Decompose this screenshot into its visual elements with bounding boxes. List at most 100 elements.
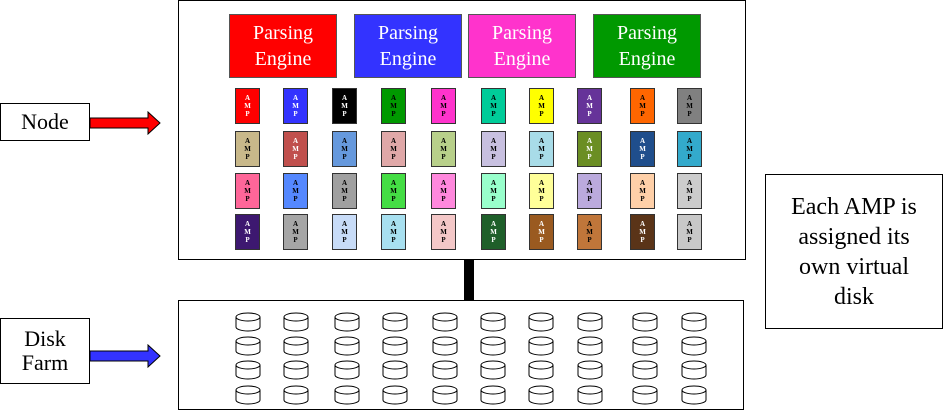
amp-letter: M bbox=[686, 145, 693, 153]
amp-letter: A bbox=[292, 137, 299, 145]
disk-farm-label: Disk Farm bbox=[0, 318, 90, 384]
disk-farm-arrow bbox=[90, 344, 161, 368]
amp-letter: A bbox=[586, 137, 593, 145]
parsing-engine: Parsing Engine bbox=[468, 14, 576, 78]
amp-letter: M bbox=[586, 228, 593, 236]
amp-letter: P bbox=[587, 195, 592, 203]
amp-letter: P bbox=[293, 110, 298, 118]
amp-letter: M bbox=[586, 187, 593, 195]
virtual-disk-icon bbox=[432, 336, 458, 356]
amp-letter: M bbox=[686, 102, 693, 110]
amp-letter: A bbox=[390, 94, 397, 102]
amp-letter: M bbox=[538, 102, 545, 110]
amp-letter: M bbox=[292, 145, 299, 153]
amp-letter: P bbox=[293, 236, 298, 244]
virtual-disk-icon bbox=[577, 312, 603, 332]
amp-letter: A bbox=[639, 179, 646, 187]
amp-letter: M bbox=[586, 102, 593, 110]
amp-letter: M bbox=[440, 187, 447, 195]
node-disk-connector bbox=[464, 260, 474, 300]
virtual-disk-icon bbox=[235, 312, 261, 332]
amp-letter: A bbox=[440, 137, 447, 145]
amp-virtual-disk-note: Each AMP is assigned its own virtual dis… bbox=[765, 174, 943, 329]
amp-letter: M bbox=[639, 228, 646, 236]
virtual-disk-icon bbox=[528, 385, 554, 405]
amp-letter: M bbox=[686, 187, 693, 195]
amp-letter: A bbox=[639, 94, 646, 102]
virtual-disk-icon bbox=[283, 312, 309, 332]
virtual-disk-icon bbox=[432, 360, 458, 380]
amp-letter: M bbox=[292, 187, 299, 195]
virtual-disk-icon bbox=[382, 312, 408, 332]
amp-letter: M bbox=[440, 145, 447, 153]
virtual-disk-icon bbox=[480, 336, 506, 356]
amp-letter: A bbox=[341, 220, 348, 228]
amp-letter: A bbox=[244, 137, 251, 145]
virtual-disk-icon bbox=[480, 360, 506, 380]
amp-letter: P bbox=[441, 236, 446, 244]
amp-letter: M bbox=[341, 145, 348, 153]
amp-letter: P bbox=[539, 110, 544, 118]
virtual-disk-icon bbox=[334, 312, 360, 332]
amp-letter: A bbox=[538, 179, 545, 187]
amp-letter: A bbox=[390, 179, 397, 187]
amp-letter: A bbox=[586, 179, 593, 187]
amp-letter: M bbox=[244, 187, 251, 195]
amp-letter: M bbox=[639, 187, 646, 195]
amp-letter: P bbox=[245, 153, 250, 161]
node-arrow bbox=[90, 111, 161, 135]
amp-letter: A bbox=[686, 220, 693, 228]
amp-letter: P bbox=[539, 153, 544, 161]
virtual-disk-icon bbox=[681, 385, 707, 405]
amp-letter: P bbox=[245, 195, 250, 203]
amp-letter: M bbox=[639, 102, 646, 110]
amp-letter: A bbox=[341, 179, 348, 187]
amp-letter: A bbox=[292, 94, 299, 102]
amp-letter: P bbox=[491, 110, 496, 118]
amp-letter: A bbox=[440, 220, 447, 228]
amp-letter: M bbox=[490, 145, 497, 153]
parsing-engine: Parsing Engine bbox=[354, 14, 462, 78]
amp-letter: M bbox=[440, 102, 447, 110]
amp-letter: A bbox=[639, 137, 646, 145]
amp-letter: A bbox=[244, 220, 251, 228]
amp-letter: A bbox=[490, 94, 497, 102]
virtual-disk-icon bbox=[235, 360, 261, 380]
amp-letter: P bbox=[342, 110, 347, 118]
amp-letter: P bbox=[687, 236, 692, 244]
amp-letter: M bbox=[538, 228, 545, 236]
amp-letter: A bbox=[586, 94, 593, 102]
virtual-disk-icon bbox=[528, 336, 554, 356]
amp-letter: P bbox=[587, 236, 592, 244]
amp-letter: P bbox=[491, 153, 496, 161]
parsing-engine: Parsing Engine bbox=[593, 14, 701, 78]
amp-letter: M bbox=[490, 102, 497, 110]
amp-letter: A bbox=[292, 179, 299, 187]
virtual-disk-icon bbox=[283, 360, 309, 380]
amp-letter: P bbox=[539, 195, 544, 203]
